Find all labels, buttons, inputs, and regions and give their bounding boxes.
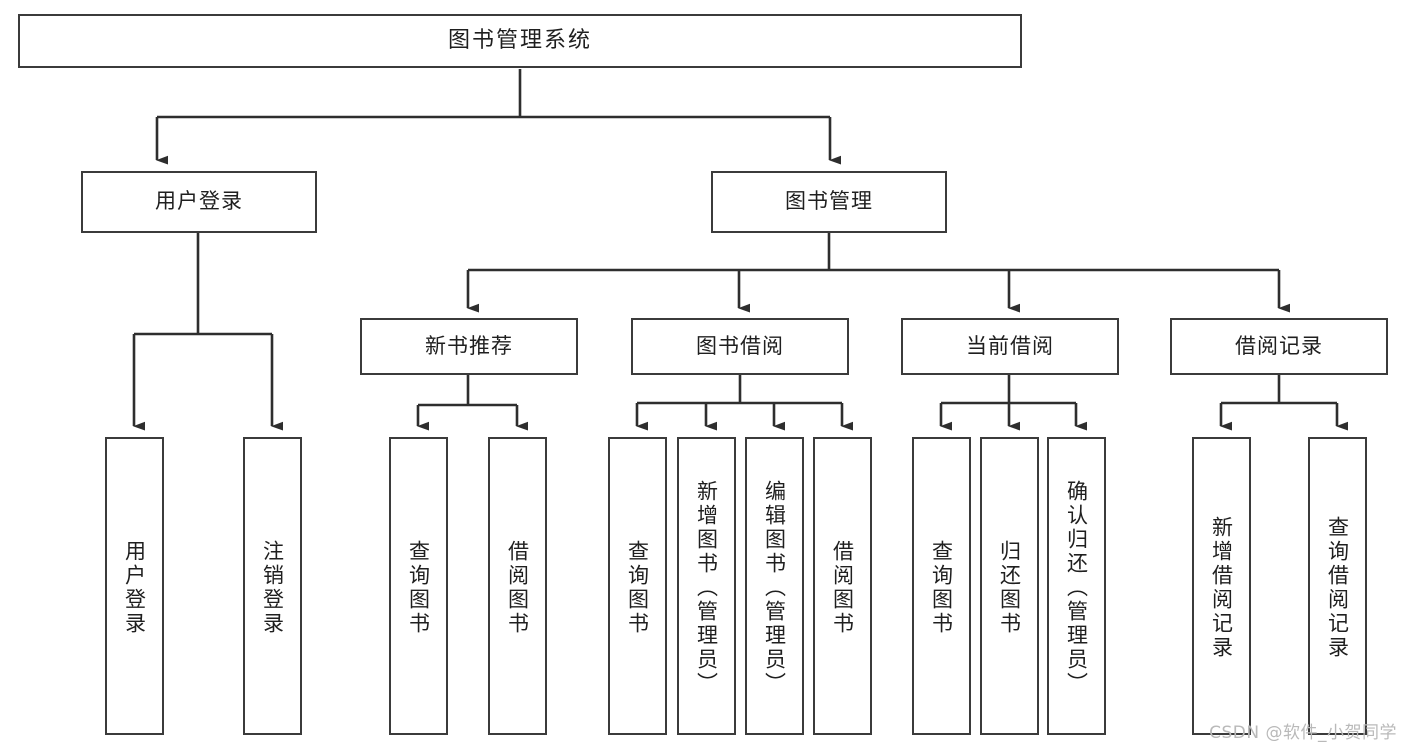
node-borrow-record-label: 借阅记录 [1235,333,1323,358]
node-leaf-query-book-1-label: 查询图书 [406,540,431,636]
node-leaf-query-book-3-label: 查询图书 [929,540,954,636]
node-leaf-add-book[interactable]: 新增图书（管理员） [677,437,736,735]
node-user-login-label: 用户登录 [155,189,243,214]
node-leaf-user-login[interactable]: 用户登录 [105,437,164,735]
node-leaf-add-book-label: 新增图书（管理员） [694,480,719,696]
node-borrow-record[interactable]: 借阅记录 [1170,318,1388,375]
node-leaf-borrow-book-1[interactable]: 借阅图书 [488,437,547,735]
node-book-manage[interactable]: 图书管理 [711,171,947,233]
node-leaf-confirm-return[interactable]: 确认归还（管理员） [1047,437,1106,735]
node-root-system[interactable]: 图书管理系统 [18,14,1022,68]
node-leaf-user-login-label: 用户登录 [122,540,147,636]
node-new-book-recommend[interactable]: 新书推荐 [360,318,578,375]
node-leaf-query-book-3[interactable]: 查询图书 [912,437,971,735]
node-leaf-confirm-return-label: 确认归还（管理员） [1064,480,1089,696]
node-leaf-return-book[interactable]: 归还图书 [980,437,1039,735]
node-leaf-edit-book-label: 编辑图书（管理员） [762,480,787,696]
node-leaf-add-record-label: 新增借阅记录 [1209,516,1234,660]
node-leaf-return-book-label: 归还图书 [997,540,1022,636]
node-user-login[interactable]: 用户登录 [81,171,317,233]
node-root-system-label: 图书管理系统 [447,27,592,53]
watermark-text: CSDN @软件_小贺同学 [1209,723,1397,743]
node-current-borrow[interactable]: 当前借阅 [901,318,1119,375]
node-leaf-query-book-2-label: 查询图书 [625,540,650,636]
node-new-book-recommend-label: 新书推荐 [425,333,513,358]
node-leaf-query-record-label: 查询借阅记录 [1325,516,1350,660]
node-leaf-query-book-2[interactable]: 查询图书 [608,437,667,735]
node-leaf-user-logout-label: 注销登录 [260,540,285,636]
node-book-borrow-label: 图书借阅 [696,333,784,358]
node-leaf-borrow-book-2-label: 借阅图书 [830,540,855,636]
node-leaf-borrow-book-1-label: 借阅图书 [505,540,530,636]
node-leaf-edit-book[interactable]: 编辑图书（管理员） [745,437,804,735]
node-leaf-query-book-1[interactable]: 查询图书 [389,437,448,735]
node-leaf-add-record[interactable]: 新增借阅记录 [1192,437,1251,735]
node-book-manage-label: 图书管理 [785,189,873,214]
node-current-borrow-label: 当前借阅 [966,333,1054,358]
node-leaf-borrow-book-2[interactable]: 借阅图书 [813,437,872,735]
node-book-borrow[interactable]: 图书借阅 [631,318,849,375]
node-leaf-user-logout[interactable]: 注销登录 [243,437,302,735]
node-leaf-query-record[interactable]: 查询借阅记录 [1308,437,1367,735]
